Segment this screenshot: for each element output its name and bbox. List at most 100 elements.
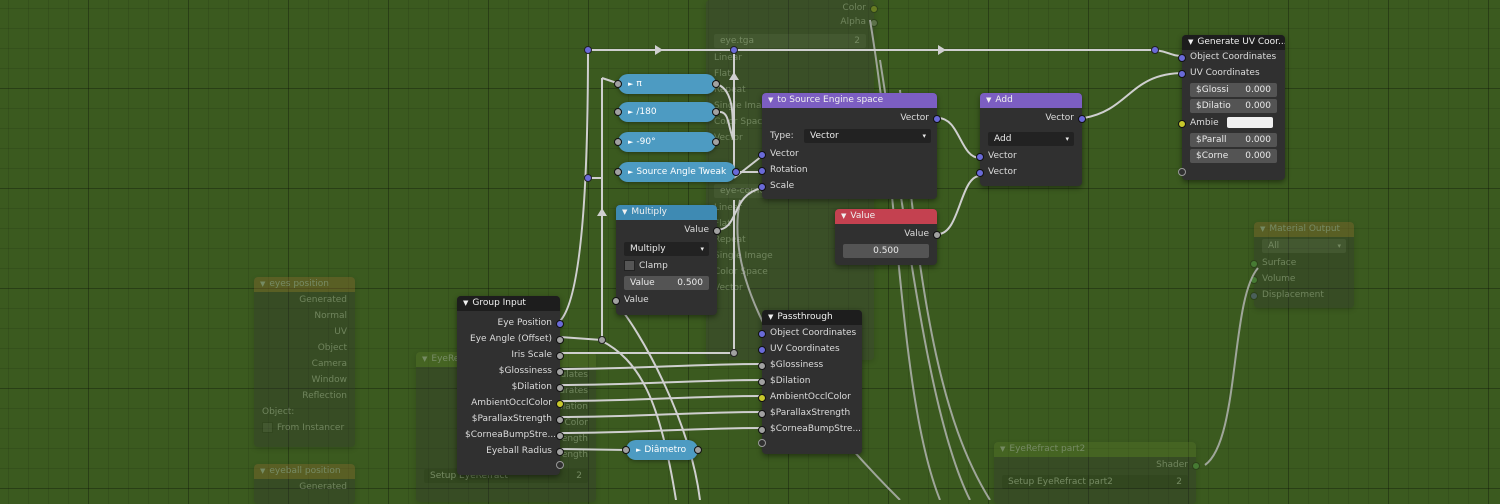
operation-dropdown[interactable]: Add▾	[988, 132, 1074, 146]
output-socket[interactable]	[933, 231, 941, 239]
output-socket[interactable]	[556, 416, 564, 424]
value-output: Value	[835, 226, 941, 242]
output-socket[interactable]	[556, 448, 564, 456]
output-socket[interactable]	[556, 320, 564, 328]
node-header[interactable]: ▼Multiply	[616, 205, 717, 220]
input-row: urates	[559, 386, 588, 396]
output-socket[interactable]	[1078, 115, 1086, 123]
clamp-checkbox[interactable]: Clamp	[616, 258, 717, 274]
input-socket[interactable]	[614, 80, 622, 88]
checkbox-icon[interactable]	[262, 422, 273, 433]
node-header[interactable]: ▼to Source Engine space	[762, 93, 937, 108]
arrow-icon	[655, 45, 663, 55]
output-socket[interactable]	[556, 461, 564, 469]
output-socket[interactable]	[694, 446, 702, 454]
input-socket[interactable]	[614, 108, 622, 116]
output-socket[interactable]	[713, 227, 721, 235]
pi-reroute[interactable]: ►π	[614, 74, 720, 94]
input-row: Color	[564, 418, 589, 428]
shader-output: Shader	[994, 457, 1200, 473]
input-socket[interactable]	[758, 362, 766, 370]
output-socket[interactable]	[933, 115, 941, 123]
group-input-node[interactable]: ▼Group Input Eye Position Eye Angle (Off…	[457, 296, 564, 475]
input-socket[interactable]	[758, 439, 766, 447]
input-socket[interactable]	[976, 169, 984, 177]
source-angle-tweak-reroute[interactable]: ►Source Angle Tweak	[614, 162, 740, 182]
input-socket[interactable]	[758, 330, 766, 338]
node-header[interactable]: ▼EyeRefract part2	[994, 442, 1196, 457]
eyeball-position-node[interactable]: ▼eyeball position Generated	[254, 464, 355, 504]
output-socket[interactable]	[556, 368, 564, 376]
eye-refract-part2-node[interactable]: ▼EyeRefract part2 Shader Setup EyeRefrac…	[994, 442, 1200, 504]
input-socket[interactable]	[614, 138, 622, 146]
target-dropdown[interactable]: All▾	[1262, 239, 1346, 253]
input-socket[interactable]	[758, 378, 766, 386]
output-socket[interactable]	[556, 400, 564, 408]
input-socket[interactable]	[614, 168, 622, 176]
arrow-icon	[597, 208, 607, 216]
vector-output: Vector	[980, 110, 1086, 126]
value-field[interactable]: 0.500	[843, 244, 929, 258]
input-socket[interactable]	[1178, 70, 1186, 78]
dilation-input: $Dilation	[758, 373, 862, 389]
value-node[interactable]: ▼Value Value 0.500	[835, 209, 941, 265]
operation-dropdown[interactable]: Multiply▾	[624, 242, 709, 256]
checkbox-icon[interactable]	[624, 260, 635, 271]
node-header[interactable]: ▼Material Output	[1254, 222, 1354, 237]
node-header[interactable]: ▼Passthrough	[762, 310, 862, 325]
div180-reroute[interactable]: ►/180	[614, 102, 720, 122]
node-header[interactable]: ▼Generate UV Coor...	[1182, 35, 1285, 50]
node-header[interactable]: ▼Group Input	[457, 296, 560, 311]
from-instancer-checkbox[interactable]: From Instancer	[254, 420, 355, 436]
input-socket[interactable]	[758, 183, 766, 191]
add-node[interactable]: ▼Add Vector Add▾ Vector Vector	[976, 93, 1086, 186]
input-socket[interactable]	[758, 410, 766, 418]
type-dropdown[interactable]: Vector▾	[804, 129, 931, 143]
extension-label-2: Repeat	[714, 235, 746, 245]
passthrough-node[interactable]: ▼Passthrough Object Coordinates UV Coord…	[758, 310, 862, 454]
color-swatch[interactable]	[1226, 117, 1273, 128]
node-header[interactable]: ▼eyes position	[254, 277, 355, 292]
empty-socket-row	[758, 437, 862, 447]
output-socket[interactable]	[712, 80, 720, 88]
input-socket[interactable]	[758, 167, 766, 175]
eyes-position-node[interactable]: ▼eyes position Generated Normal UV Objec…	[254, 277, 355, 447]
node-header[interactable]: ▼Add	[980, 93, 1082, 108]
ambient-color-field[interactable]: Ambie	[1178, 115, 1285, 131]
input-socket[interactable]	[758, 426, 766, 434]
link	[615, 302, 701, 500]
input-socket[interactable]	[758, 346, 766, 354]
diametro-reroute[interactable]: ►Diâmetro	[622, 440, 702, 460]
node-header[interactable]: ▼Value	[835, 209, 937, 224]
input-socket[interactable]	[1178, 120, 1186, 128]
output-socket[interactable]	[556, 384, 564, 392]
generate-uv-coordinates-node[interactable]: ▼Generate UV Coor... Object Coordinates …	[1178, 35, 1285, 180]
object-field[interactable]: Object:	[262, 407, 295, 417]
input-socket[interactable]	[758, 394, 766, 402]
to-source-engine-node[interactable]: ▼to Source Engine space Vector Type: Vec…	[758, 93, 941, 199]
input-socket[interactable]	[976, 153, 984, 161]
output-socket[interactable]	[556, 336, 564, 344]
output-socket[interactable]	[556, 352, 564, 360]
output-socket[interactable]	[732, 168, 740, 176]
output-socket[interactable]	[556, 432, 564, 440]
input-socket[interactable]	[758, 151, 766, 159]
input-socket[interactable]	[1178, 168, 1186, 176]
input-socket[interactable]	[622, 446, 630, 454]
node-header[interactable]: ▼eyeball position	[254, 464, 355, 479]
material-output-node[interactable]: ▼Material Output All▾ Surface Volume Dis…	[1250, 222, 1354, 308]
input-socket[interactable]	[612, 297, 620, 305]
input-socket[interactable]	[1178, 54, 1186, 62]
minus90-reroute[interactable]: ►-90°	[614, 132, 720, 152]
output-socket[interactable]	[712, 138, 720, 146]
normal-output: Normal	[314, 311, 347, 321]
output-socket[interactable]	[712, 108, 720, 116]
